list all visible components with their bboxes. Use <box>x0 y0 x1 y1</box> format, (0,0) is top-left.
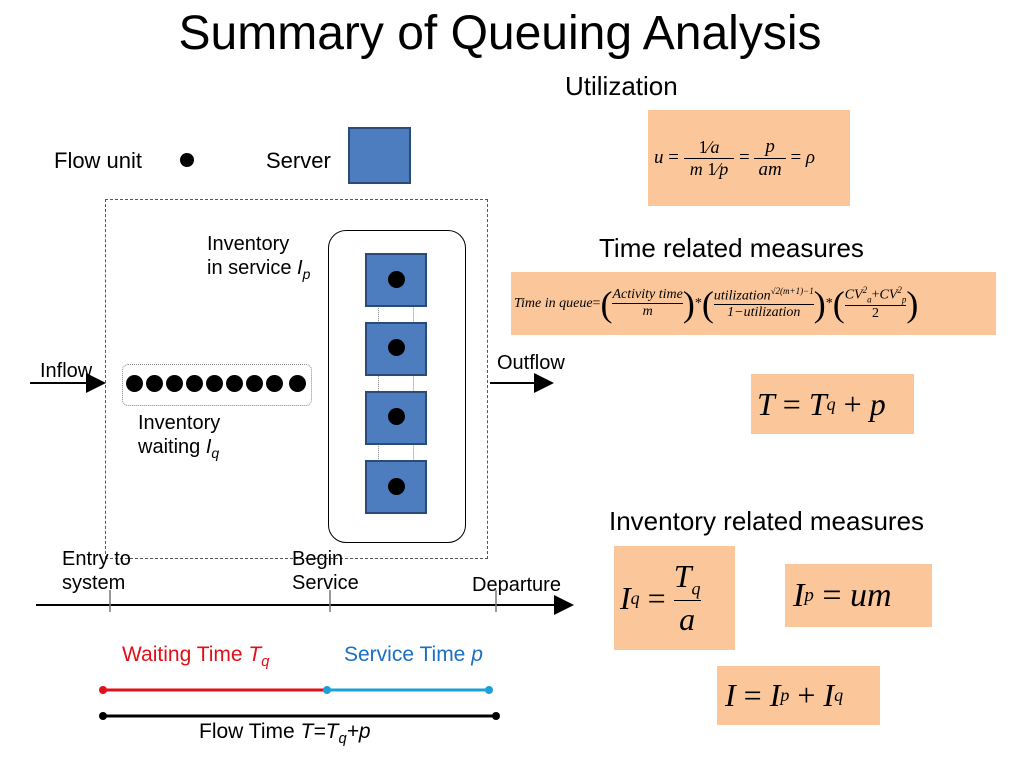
flow-unit-dot-icon <box>180 153 194 167</box>
outflow-label: Outflow <box>497 352 565 374</box>
inflow-label: Inflow <box>40 360 93 382</box>
waiting-unit-dot <box>206 375 223 392</box>
server-group <box>328 230 466 543</box>
waiting-unit-dot <box>186 375 203 392</box>
server-label: Server <box>266 148 331 173</box>
flow-unit-dot <box>388 271 405 288</box>
flow-time-label: Flow Time T=Tq+p <box>199 720 371 748</box>
inventory-measures-heading: Inventory related measures <box>609 506 925 536</box>
queue-area <box>122 364 312 406</box>
waiting-time-label: Waiting Time Tq <box>122 643 270 671</box>
server-box-4 <box>365 460 427 514</box>
server-legend-icon <box>348 127 411 184</box>
flow-unit-dot <box>388 339 405 356</box>
waiting-unit-dot <box>289 375 306 392</box>
waiting-unit-dot <box>246 375 263 392</box>
inventory-service-label: Inventory in service Ip <box>207 233 311 282</box>
page-title: Summary of Queuing Analysis <box>178 7 822 60</box>
waiting-unit-dot <box>126 375 143 392</box>
flow-unit-dot <box>388 478 405 495</box>
flow-unit-dot <box>388 408 405 425</box>
time-measures-heading: Time related measures <box>599 233 864 263</box>
flow-unit-label: Flow unit <box>54 148 143 173</box>
departure-label: Departure <box>472 574 561 596</box>
waiting-unit-dot <box>266 375 283 392</box>
waiting-unit-dot <box>166 375 183 392</box>
service-time-label: Service Time p <box>344 643 483 666</box>
inventory-waiting-label: Inventory waiting Iq <box>138 412 221 461</box>
waiting-unit-dot <box>226 375 243 392</box>
waiting-unit-dot <box>146 375 163 392</box>
utilization-heading: Utilization <box>565 71 678 101</box>
